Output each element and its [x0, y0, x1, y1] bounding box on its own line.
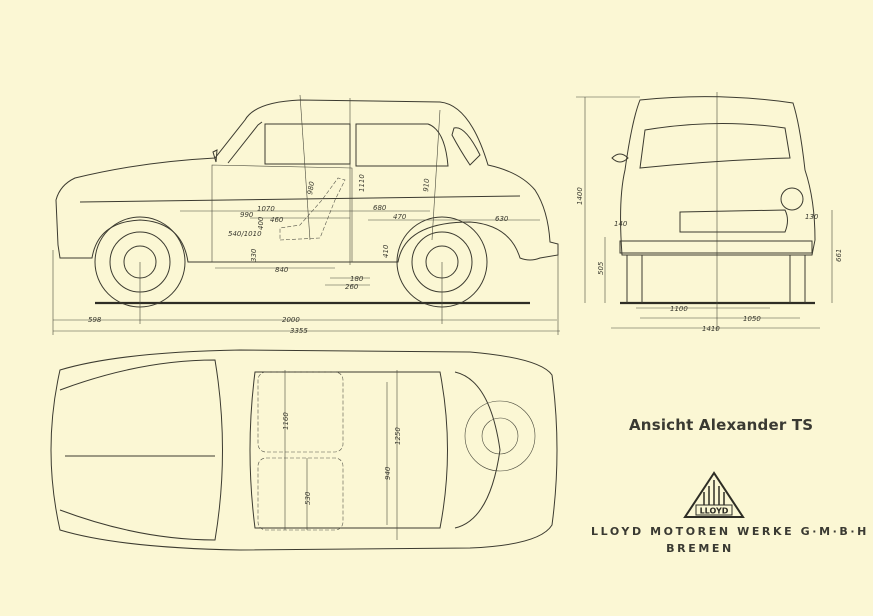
- front-dimension-lines: [576, 96, 833, 329]
- seat-outlines: [257, 371, 344, 531]
- drawing-title: Ansicht Alexander TS: [629, 416, 814, 434]
- dim-bumper-height: 505: [597, 261, 605, 275]
- front-mirror-icon: [611, 153, 629, 163]
- company-name: LLOYD MOTOREN WERKE G·M·B·H: [591, 525, 869, 538]
- dim-front-height: 980: [306, 180, 316, 195]
- dim-headlamp-right: 130: [805, 213, 819, 221]
- dim-rear-seat-width: 530: [304, 491, 312, 505]
- front-bumper: [619, 240, 813, 254]
- grille: [679, 209, 788, 233]
- windshield: [227, 121, 263, 164]
- dim-door-sill: 180: [350, 275, 364, 283]
- rear-side-window: [355, 123, 449, 167]
- front-body-outline: [620, 96, 816, 256]
- dim-floor-length: 840: [275, 266, 289, 274]
- dim-overall-length: 3355: [290, 327, 308, 335]
- dim-rear-seat: 470: [393, 213, 407, 221]
- dim-front-leg: 1070: [257, 205, 275, 213]
- logo-text: LLOYD: [700, 507, 729, 516]
- dim-rear-height: 910: [422, 178, 431, 193]
- dim-track-front: 1100: [670, 305, 688, 313]
- dim-seat-depth: 990: [240, 211, 254, 219]
- mirror-icon: [212, 149, 218, 163]
- seat-outline: [279, 177, 346, 241]
- dim-trunk: 630: [495, 215, 509, 223]
- front-side-window: [264, 123, 351, 165]
- lloyd-logo: LLOYD: [683, 471, 745, 518]
- door-outline: [211, 164, 353, 263]
- front-windshield: [639, 122, 791, 169]
- dim-center-height: 1110: [358, 174, 366, 192]
- front-wheels: [626, 255, 806, 303]
- side-trim-line: [79, 195, 521, 203]
- dim-front-width: 1160: [282, 412, 290, 430]
- top-body-outline: [50, 349, 558, 551]
- dim-track-rear: 1050: [743, 315, 761, 323]
- rear-deck-outline: [454, 371, 501, 529]
- hood-outline: [59, 359, 223, 541]
- dim-headlamp-height: 661: [835, 249, 843, 262]
- rear-window: [451, 127, 481, 166]
- length-dimension-lines: [52, 250, 560, 335]
- company-city: BREMEN: [666, 542, 734, 555]
- dim-headlamp-left: 140: [614, 220, 628, 228]
- side-body-outline: [55, 99, 559, 263]
- dim-wheelbase: 2000: [282, 316, 300, 324]
- front-view: 1400 505 661 140 130 1100 1050 1410: [576, 92, 843, 333]
- dim-floor: 330: [250, 248, 258, 262]
- top-dimension-lines: [284, 370, 398, 540]
- cabin-outline: [249, 371, 448, 529]
- dim-overall-height: 1400: [576, 187, 584, 205]
- side-view: 598 2000 3355 1070 990 460 680 470 630 5…: [52, 94, 560, 335]
- dim-front-overhang: 598: [88, 316, 102, 324]
- dim-seat-height: 400: [257, 216, 265, 230]
- dim-rear-footwell: 410: [382, 244, 390, 258]
- spare-wheel-hub: [481, 417, 519, 455]
- dim-overall-width: 1410: [702, 325, 720, 333]
- dim-pedal: 540/1010: [228, 230, 262, 238]
- dim-inner-width: 940: [384, 466, 392, 480]
- spare-wheel: [464, 400, 536, 472]
- dim-rear-leg: 680: [373, 204, 387, 212]
- dim-shoulder-width: 1250: [394, 427, 402, 445]
- dim-seat-width: 460: [270, 216, 284, 224]
- headlamp-icon: [780, 187, 804, 211]
- dim-step: 260: [345, 283, 359, 291]
- top-view: 1160 530 940 1250: [50, 349, 558, 551]
